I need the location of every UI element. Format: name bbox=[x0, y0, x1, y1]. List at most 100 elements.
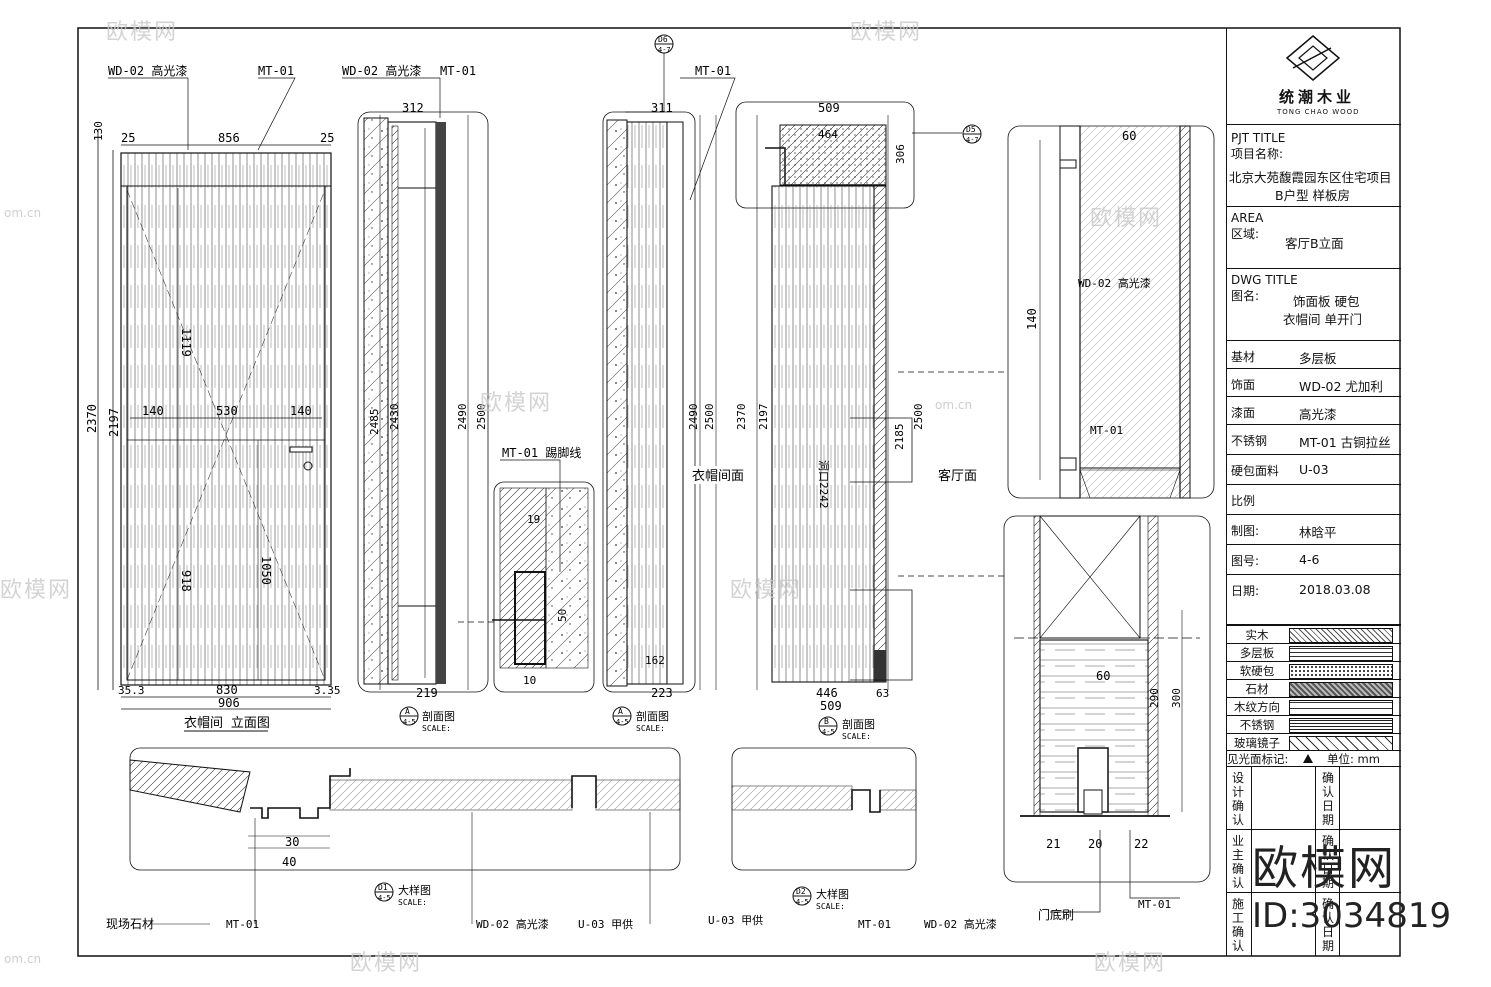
material-name: 多层板 bbox=[1239, 646, 1275, 660]
spec-value: 2018.03.08 bbox=[1299, 582, 1371, 597]
spec-label: 饰面 bbox=[1231, 378, 1256, 392]
svg-text:SCALE:: SCALE: bbox=[422, 724, 451, 733]
svg-text:SCALE:: SCALE: bbox=[842, 732, 871, 741]
detail-d1: 30 40 现场石材 MT-01 WD-02 高光漆 U-03 甲供 D1 4-… bbox=[106, 747, 681, 931]
legend-note: 见光面标记: bbox=[1227, 752, 1289, 766]
svg-text:MT-01: MT-01 bbox=[1138, 898, 1171, 911]
watermark: 欧模网 bbox=[850, 20, 923, 45]
svg-text:MT-01 踢脚线: MT-01 踢脚线 bbox=[502, 445, 581, 460]
material-swatch bbox=[1289, 682, 1393, 697]
svg-text:1050: 1050 bbox=[259, 556, 273, 585]
confirm-party: 设计确认 bbox=[1231, 771, 1244, 827]
svg-text:4-7: 4-7 bbox=[966, 136, 979, 144]
material-row: 实木 bbox=[1227, 625, 1401, 644]
svg-text:300: 300 bbox=[1170, 688, 1183, 708]
svg-text:WD-02 高光漆: WD-02 高光漆 bbox=[476, 917, 549, 931]
svg-text:30: 30 bbox=[285, 835, 299, 849]
material-row: 软硬包 bbox=[1227, 661, 1401, 680]
unit-label: 单位: mm bbox=[1327, 752, 1380, 766]
svg-text:464: 464 bbox=[818, 128, 838, 141]
confirm-date-label: 确认日期 bbox=[1321, 897, 1334, 953]
svg-text:U-03 甲供: U-03 甲供 bbox=[708, 913, 763, 927]
area-section: AREA 区域: 客厅B立面 bbox=[1227, 206, 1401, 268]
visible-face-icon bbox=[1303, 754, 1313, 763]
svg-text:MT-01: MT-01 bbox=[258, 64, 294, 78]
area-value: 客厅B立面 bbox=[1285, 236, 1344, 251]
material-swatch bbox=[1289, 664, 1393, 679]
svg-text:SCALE:: SCALE: bbox=[816, 902, 845, 911]
material-name: 木纹方向 bbox=[1234, 700, 1280, 714]
watermark: 欧模网 bbox=[0, 578, 73, 603]
confirm-divider bbox=[1251, 893, 1252, 956]
confirm-party: 施工确认 bbox=[1231, 897, 1244, 953]
material-swatch bbox=[1289, 646, 1393, 661]
watermark: 欧模网 bbox=[1094, 951, 1167, 976]
watermark-url: om.cn bbox=[935, 398, 973, 412]
svg-text:906: 906 bbox=[218, 696, 240, 710]
spec-label: 图号: bbox=[1231, 554, 1260, 568]
watermark: 欧模网 bbox=[730, 578, 803, 603]
svg-text:21: 21 bbox=[1046, 837, 1060, 851]
svg-text:衣帽间面: 衣帽间面 bbox=[692, 468, 744, 484]
svg-text:3.35: 3.35 bbox=[314, 684, 341, 697]
confirm-divider bbox=[1251, 767, 1252, 830]
svg-text:2197: 2197 bbox=[107, 408, 121, 437]
legend-note-row: 见光面标记: 单位: mm bbox=[1227, 750, 1401, 766]
spec-value: U-03 bbox=[1299, 462, 1329, 477]
material-name: 不锈钢 bbox=[1239, 718, 1275, 732]
svg-text:A: A bbox=[405, 707, 410, 716]
svg-text:290: 290 bbox=[1148, 688, 1161, 708]
section-a: 2485 2430 2490 2500 312 219 WD-02 高光漆 MT… bbox=[342, 63, 489, 733]
model-id: ID:3034819 bbox=[1252, 896, 1452, 936]
svg-text:MT-01: MT-01 bbox=[440, 64, 476, 78]
watermark-url: om.cn bbox=[4, 952, 42, 966]
spec-value: MT-01 古铜拉丝 bbox=[1299, 435, 1391, 450]
svg-text:130: 130 bbox=[92, 121, 105, 141]
svg-text:4-5: 4-5 bbox=[822, 728, 835, 736]
svg-text:4-5: 4-5 bbox=[378, 894, 391, 902]
spec-label: 基材 bbox=[1231, 350, 1256, 364]
svg-text:10: 10 bbox=[523, 674, 536, 687]
svg-text:50: 50 bbox=[556, 609, 569, 622]
material-swatch bbox=[1289, 736, 1393, 751]
material-row: 石材 bbox=[1227, 679, 1401, 698]
svg-text:4-7: 4-7 bbox=[658, 46, 671, 54]
svg-text:2500: 2500 bbox=[475, 404, 488, 431]
watermark: 欧模网 bbox=[480, 391, 553, 416]
door-elevation: 2370 2197 1119 918 1050 130 856 25 25 53… bbox=[85, 63, 341, 732]
svg-text:MT-01: MT-01 bbox=[226, 918, 259, 931]
drawing-title-section: DWG TITLE 图名: 饰面板 硬包 衣帽间 单开门 bbox=[1227, 268, 1401, 340]
project-section: PJT TITLE 项目名称: 北京大苑馥霞园东区住宅项目 B户型 样板房 bbox=[1227, 124, 1401, 234]
confirm-divider bbox=[1315, 767, 1316, 830]
svg-text:918: 918 bbox=[179, 570, 193, 592]
project-label: PJT TITLE bbox=[1231, 131, 1286, 145]
confirm-party: 业主确认 bbox=[1231, 834, 1244, 890]
company-name-en: TONG CHAO WOOD bbox=[1277, 108, 1360, 116]
material-name: 软硬包 bbox=[1239, 664, 1275, 678]
svg-text:大样图: 大样图 bbox=[398, 883, 431, 897]
spec-label: 漆面 bbox=[1231, 406, 1256, 420]
svg-text:140: 140 bbox=[290, 404, 312, 418]
svg-text:D5: D5 bbox=[966, 125, 976, 134]
svg-text:大样图: 大样图 bbox=[816, 887, 849, 901]
kick-detail: MT-01 踢脚线 19 50 10 bbox=[458, 445, 595, 693]
watermark: 欧模网 bbox=[350, 951, 423, 976]
project-name-line1: 北京大苑馥霞园东区住宅项目 bbox=[1229, 170, 1392, 185]
svg-text:60: 60 bbox=[1122, 129, 1136, 143]
svg-text:客厅面: 客厅面 bbox=[938, 468, 977, 484]
svg-text:25: 25 bbox=[320, 131, 334, 145]
svg-text:830: 830 bbox=[216, 683, 238, 697]
svg-text:446: 446 bbox=[816, 686, 838, 700]
detail-door-bottom: 60 290 300 21 20 22 门底刷 MT-01 bbox=[1003, 515, 1211, 922]
svg-text:WD-02 高光漆: WD-02 高光漆 bbox=[1078, 276, 1151, 290]
svg-text:35.3: 35.3 bbox=[118, 684, 145, 697]
brand-watermark: 欧模网 bbox=[1252, 841, 1396, 895]
svg-text:219: 219 bbox=[416, 686, 438, 700]
svg-text:40: 40 bbox=[282, 855, 296, 869]
svg-text:SCALE:: SCALE: bbox=[636, 724, 665, 733]
svg-text:2370: 2370 bbox=[735, 404, 748, 431]
svg-text:60: 60 bbox=[1096, 669, 1110, 683]
svg-text:19: 19 bbox=[527, 513, 540, 526]
svg-text:312: 312 bbox=[402, 101, 424, 115]
